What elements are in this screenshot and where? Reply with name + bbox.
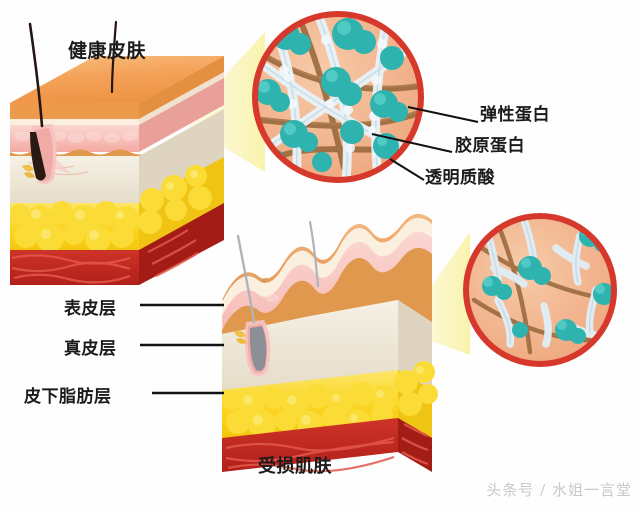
healthy-hair-strands — [28, 20, 118, 128]
leader-lines-right — [371, 106, 479, 181]
leader-line-collagen — [371, 133, 453, 153]
fat-globules — [10, 165, 212, 252]
healthy-skin-block — [10, 20, 224, 285]
watermark: 头条号 / 水姐一言堂 — [486, 481, 632, 499]
label-elastin: 弹性蛋白 — [480, 105, 550, 125]
healthy-skin-title: 健康皮肤 — [68, 40, 147, 62]
damaged-hair-strands — [236, 220, 320, 324]
leader-lines-left — [140, 303, 224, 395]
label-collagen: 胶原蛋白 — [455, 136, 525, 156]
magnifier-damaged — [463, 213, 617, 367]
leader-line-hyaluronic — [389, 158, 425, 181]
label-epidermis: 表皮层 — [64, 299, 117, 319]
muscle-fibers — [11, 229, 199, 284]
damaged-skin-block — [222, 213, 438, 473]
label-hyaluronic-acid: 透明质酸 — [425, 168, 495, 188]
damaged-skin-caption: 受损肌肤 — [258, 456, 332, 477]
leader-line-elastin — [407, 106, 479, 123]
label-dermis: 真皮层 — [64, 339, 117, 359]
label-subcutaneous-fat: 皮下脂肪层 — [24, 387, 112, 407]
magnifier-healthy — [252, 11, 424, 183]
